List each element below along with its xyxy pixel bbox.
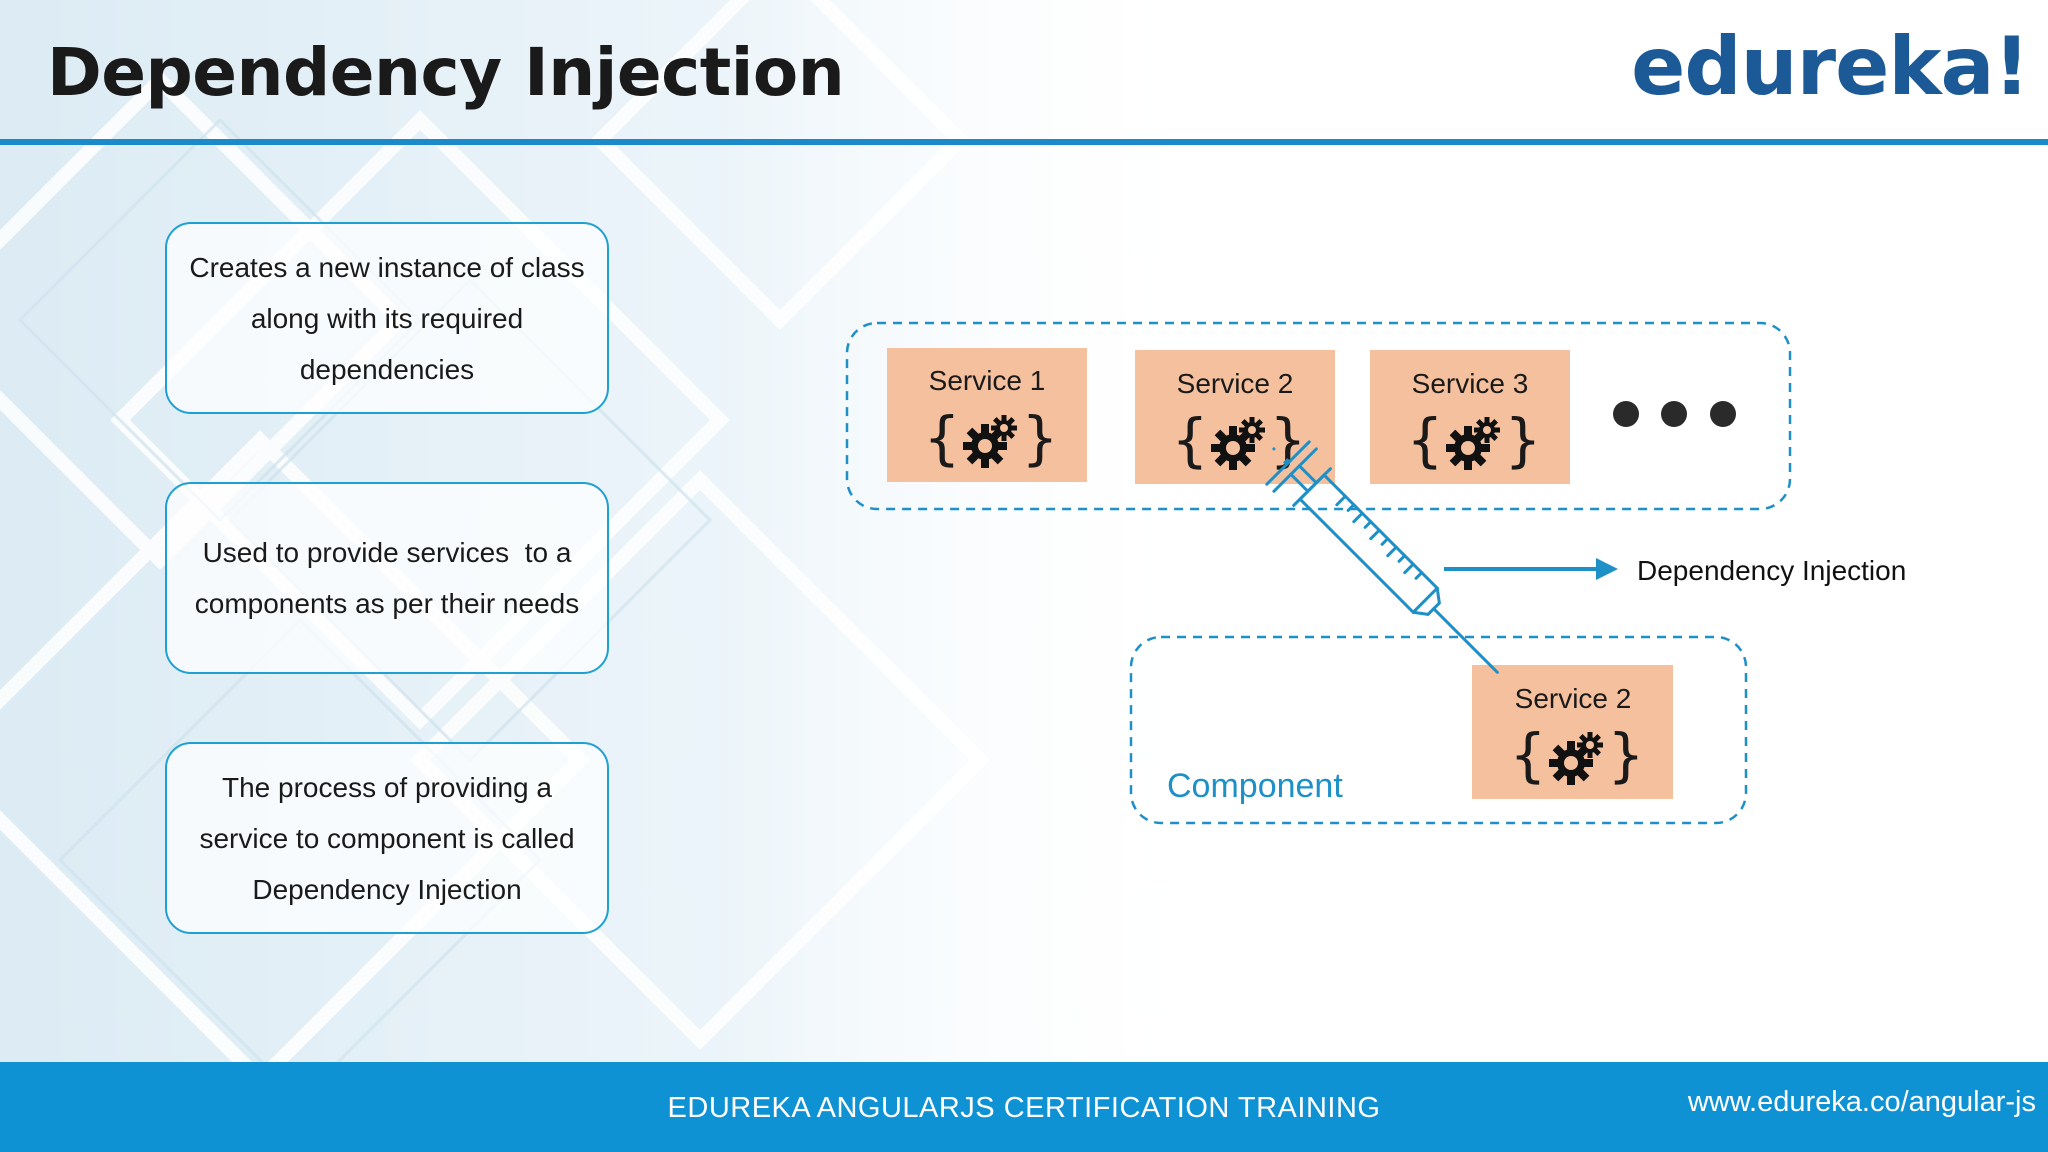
info-box-text: Used to provide services to a components… — [194, 537, 580, 619]
brace-open-icon: { — [1510, 721, 1547, 789]
info-box-create-instance: Creates a new instance of class along wi… — [165, 222, 609, 414]
services-container — [845, 321, 1792, 511]
more-services-ellipsis-icon — [1613, 401, 1736, 427]
brace-close-icon: } — [1608, 721, 1645, 789]
dependency-injection-diagram: Service 1 { } Service 2 { } Service 3 { … — [845, 321, 1906, 825]
brace-open-icon: { — [924, 404, 961, 472]
footer-course-title: EDUREKA ANGULARJS CERTIFICATION TRAINING — [667, 1092, 1381, 1124]
service-label: Service 3 — [1412, 368, 1529, 399]
service-card-1: Service 1 { } — [887, 348, 1087, 482]
info-box-text: The process of providing a service to co… — [199, 771, 575, 905]
service-label: Service 2 — [1177, 368, 1294, 399]
header: Dependency Injection edureka! — [0, 0, 2048, 146]
info-box-provide-services: Used to provide services to a components… — [165, 482, 609, 674]
brace-close-icon: } — [1505, 406, 1542, 474]
info-box-text: Creates a new instance of class along wi… — [189, 251, 585, 385]
syringe-icon — [1265, 440, 1499, 674]
service-label: Service 1 — [929, 365, 1046, 396]
brace-open-icon: { — [1172, 406, 1209, 474]
service-label: Service 2 — [1515, 683, 1632, 714]
brace-close-icon: } — [1022, 404, 1059, 472]
component-container — [1129, 635, 1748, 825]
legend-label: Dependency Injection — [1637, 555, 1906, 586]
edureka-logo: edureka! — [1631, 20, 2030, 113]
component-label: Component — [1167, 767, 1343, 805]
component-service-card: Service 2 { } — [1472, 665, 1673, 799]
service-card-2: Service 2 { } — [1135, 350, 1335, 484]
footer-url: www.edureka.co/angular-js — [1687, 1086, 2036, 1118]
page-title: Dependency Injection — [47, 34, 845, 111]
header-divider — [0, 139, 2048, 145]
arrow-right-icon — [1444, 558, 1618, 580]
info-box-definition: The process of providing a service to co… — [165, 742, 609, 934]
brace-open-icon: { — [1407, 406, 1444, 474]
footer: EDUREKA ANGULARJS CERTIFICATION TRAINING… — [0, 1062, 2048, 1152]
service-card-3: Service 3 { } — [1370, 350, 1570, 484]
